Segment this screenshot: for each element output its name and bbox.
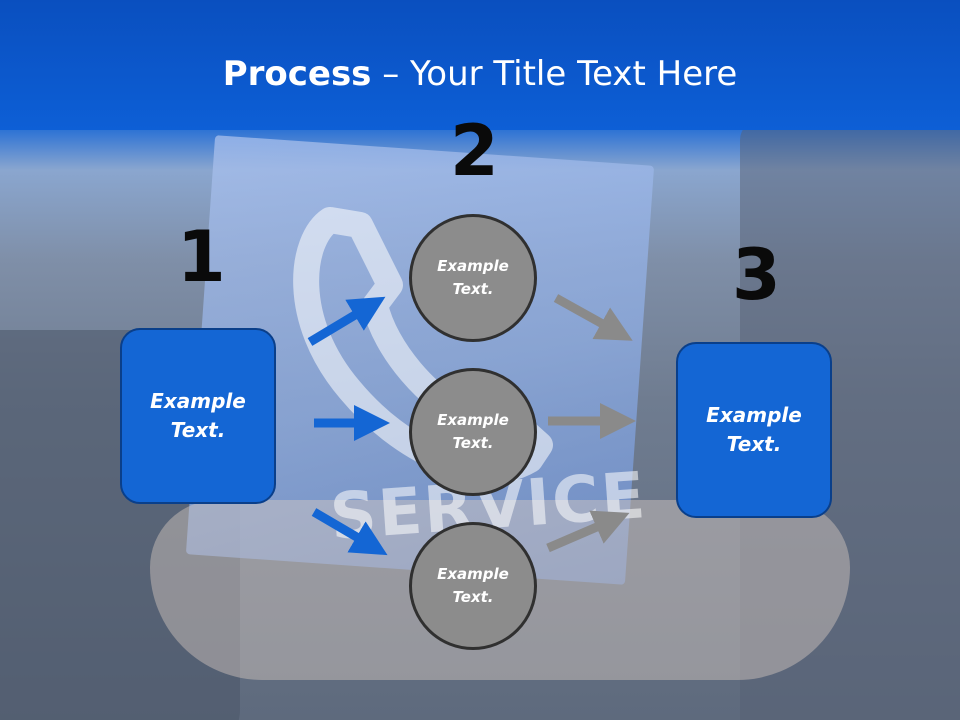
title-rest: – Your Title Text Here — [371, 54, 738, 94]
arrow-gray-down — [553, 294, 633, 341]
title-band — [0, 0, 960, 130]
title-bold: Process — [222, 54, 372, 94]
step-box-3[interactable]: Example Text. — [676, 342, 832, 518]
arrow-blue-up — [307, 296, 386, 346]
process-circle-2-line2: Text. — [452, 434, 494, 452]
arrow-blue-down — [311, 508, 388, 556]
step-box-1[interactable]: Example Text. — [120, 328, 276, 504]
step-box-1-line1: Example — [150, 389, 246, 413]
step-number-3[interactable]: 3 — [732, 234, 781, 316]
step-number-1[interactable]: 1 — [177, 216, 226, 298]
slide-title[interactable]: Process – Your Title Text Here — [0, 54, 960, 94]
process-circle-1[interactable]: Example Text. — [409, 214, 537, 342]
process-circle-3-line2: Text. — [452, 588, 494, 606]
arrow-gray-up — [546, 510, 630, 553]
process-circle-1-line1: Example — [437, 257, 509, 275]
step-box-3-line2: Text. — [726, 432, 782, 456]
step-box-1-line2: Text. — [170, 418, 226, 442]
process-circle-3-line1: Example — [437, 565, 509, 583]
process-circle-1-line2: Text. — [452, 280, 494, 298]
process-circle-2-line1: Example — [437, 411, 509, 429]
process-circle-3[interactable]: Example Text. — [409, 522, 537, 650]
process-circle-2[interactable]: Example Text. — [409, 368, 537, 496]
step-box-3-line1: Example — [706, 403, 802, 427]
step-number-2[interactable]: 2 — [450, 110, 499, 192]
